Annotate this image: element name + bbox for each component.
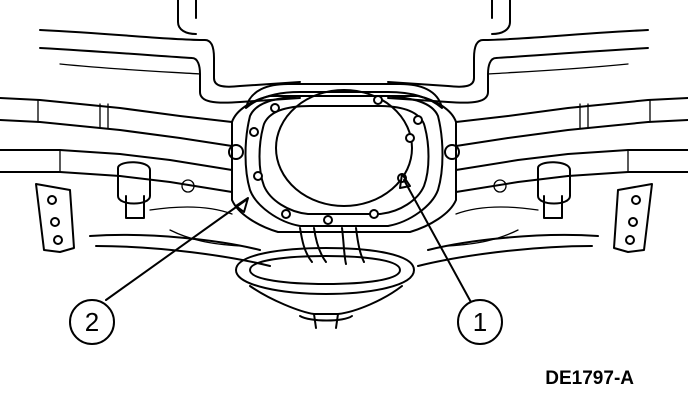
differential-housing (228, 83, 460, 233)
differential-cover (244, 89, 444, 227)
figure-id: DE1797-A (545, 368, 634, 389)
drain-pan (235, 247, 415, 329)
callout-2-label: 2 (85, 307, 99, 337)
callout-1-label: 1 (473, 307, 487, 337)
axle-housing-right (455, 97, 688, 193)
upper-tubes (39, 0, 649, 104)
lower-underbody (89, 179, 599, 267)
axle-housing-left (0, 97, 233, 193)
cover-bolts (249, 95, 423, 225)
callout-1: 1 (457, 299, 503, 345)
spring-bracket-left (35, 161, 151, 253)
fluid-drain (299, 227, 365, 265)
callout-leaders (105, 173, 473, 305)
callout-2: 2 (69, 299, 115, 345)
spring-bracket-right (537, 161, 653, 253)
